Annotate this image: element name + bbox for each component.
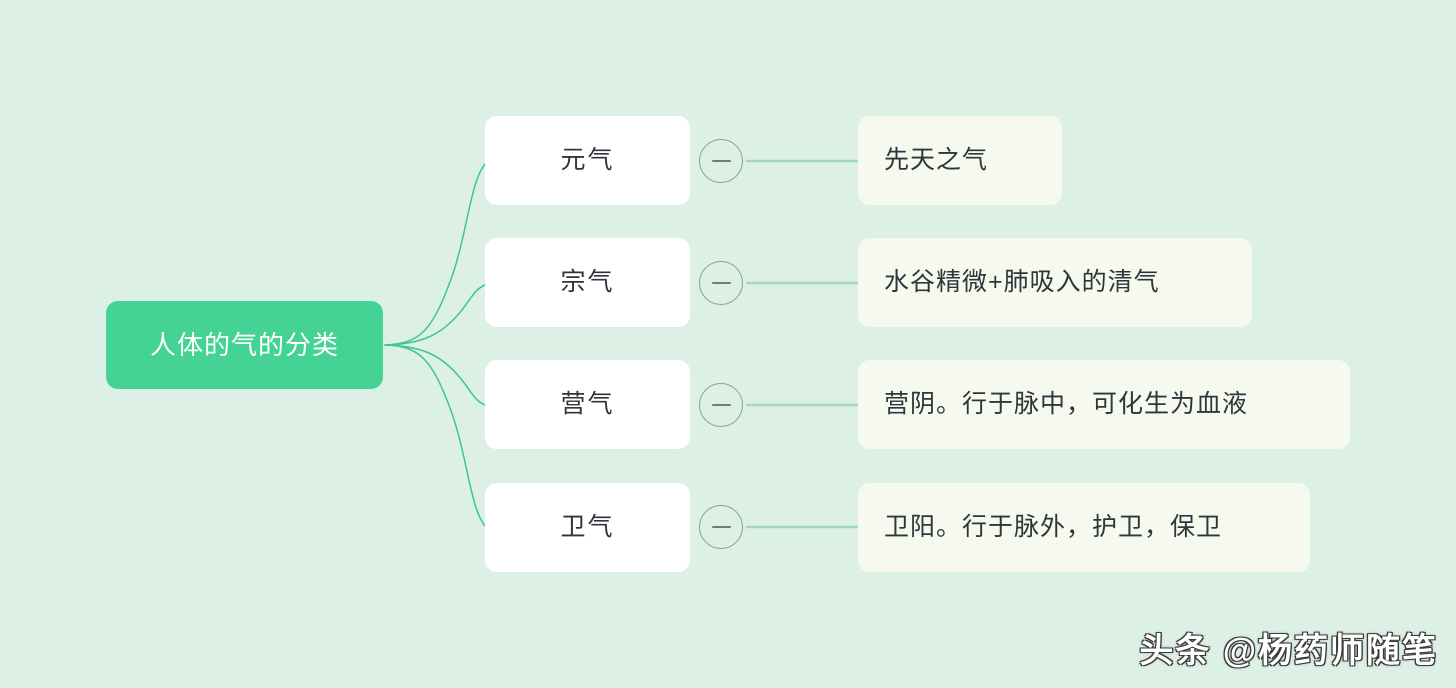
leaf-node-label: 水谷精微+肺吸入的清气 — [884, 268, 1160, 296]
minus-glyph — [711, 282, 731, 284]
collapse-minus-circle-icon[interactable] — [699, 261, 743, 305]
branch-node-zongqi[interactable]: 宗气 — [485, 238, 690, 327]
minus-glyph — [711, 526, 731, 528]
minus-glyph — [711, 404, 731, 406]
leaf-node-shuigujingwei[interactable]: 水谷精微+肺吸入的清气 — [858, 238, 1252, 327]
leaf-node-weiyang[interactable]: 卫阳。行于脉外，护卫，保卫 — [858, 483, 1310, 572]
branch-node-label: 宗气 — [560, 268, 615, 296]
edge-root-to-zongqi — [384, 283, 488, 346]
collapse-minus-circle-icon[interactable] — [699, 505, 743, 549]
leaf-node-label: 营阴。行于脉中，可化生为血液 — [884, 390, 1249, 418]
root-node-label: 人体的气的分类 — [149, 330, 339, 360]
leaf-node-label: 先天之气 — [884, 146, 989, 174]
edge-root-to-yingqi — [384, 344, 488, 407]
collapse-minus-circle-icon[interactable] — [699, 139, 743, 183]
collapse-minus-circle-icon[interactable] — [699, 383, 743, 427]
branch-node-label: 元气 — [560, 146, 615, 174]
edge-root-to-yuanqi — [384, 161, 488, 346]
root-node[interactable]: 人体的气的分类 — [106, 301, 383, 389]
branch-node-yuanqi[interactable]: 元气 — [485, 116, 690, 205]
branch-node-yingqi[interactable]: 营气 — [485, 360, 690, 449]
leaf-node-xiantianzhiqi[interactable]: 先天之气 — [858, 116, 1062, 205]
minus-glyph — [711, 160, 731, 162]
branch-node-label: 卫气 — [560, 513, 615, 541]
leaf-node-yingyin[interactable]: 营阴。行于脉中，可化生为血液 — [858, 360, 1350, 449]
leaf-node-label: 卫阳。行于脉外，护卫，保卫 — [884, 513, 1223, 541]
branch-node-weiqi[interactable]: 卫气 — [485, 483, 690, 572]
branch-node-label: 营气 — [560, 390, 615, 418]
edge-root-to-weiqi — [384, 344, 488, 529]
watermark: 头条 @杨药师随笔 — [1139, 632, 1438, 670]
